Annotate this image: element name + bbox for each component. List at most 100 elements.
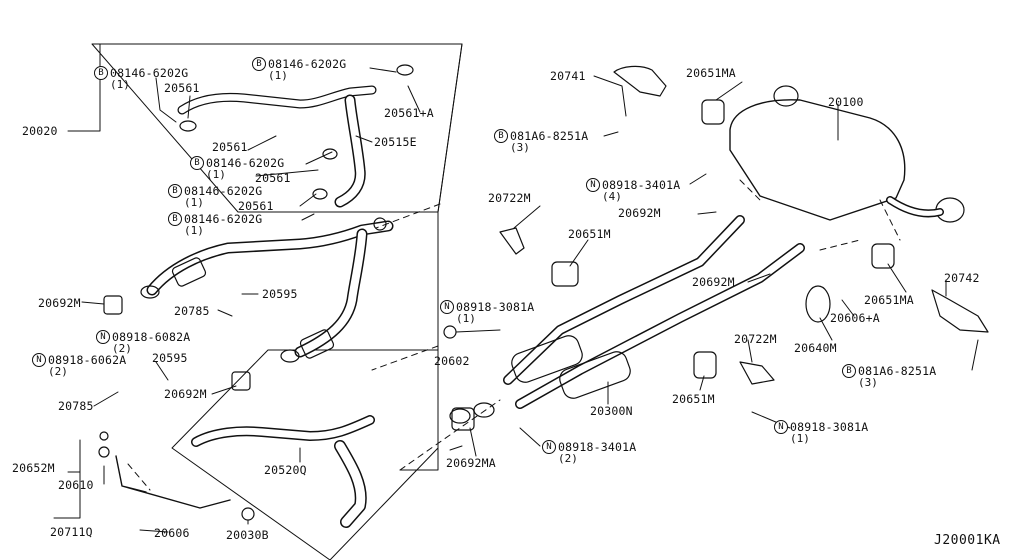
bolt-qty-b5: (1): [184, 224, 204, 237]
hanger-20651m-left: [551, 261, 579, 287]
washer-20652m: [99, 431, 109, 441]
bracket-20741: [613, 65, 667, 97]
bolt-qty-b6: (3): [510, 141, 530, 154]
gasket-20692ma: [451, 407, 475, 431]
label-20692m-mid: 20692M: [692, 275, 735, 289]
nut-20602: [443, 325, 457, 339]
bolt-symbol-b2: B: [252, 57, 266, 71]
bracket-20722m-right: [739, 361, 775, 385]
label-20785-a: 20785: [174, 304, 210, 318]
label-20561-a: 20561: [164, 81, 200, 95]
label-20692m-left: 20692M: [38, 296, 81, 310]
label-20300n: 20300N: [590, 404, 633, 418]
center-tube: [191, 415, 375, 528]
bracket-20722m-left: [499, 227, 525, 255]
label-20722m-right: 20722M: [734, 332, 777, 346]
label-20520q: 20520Q: [264, 463, 307, 477]
bolt-symbol-b4: B: [168, 184, 182, 198]
label-20651m-right: 20651M: [672, 392, 715, 406]
diagram-code: J20001KA: [934, 533, 1001, 548]
bolt-qty-b4: (1): [184, 196, 204, 209]
nut-qty-n4: (4): [602, 190, 622, 203]
label-20561-c: 20561: [255, 171, 291, 185]
label-20742: 20742: [944, 271, 980, 285]
bolt-code-b6: 081A6-8251A: [510, 129, 589, 143]
label-20602: 20602: [434, 354, 470, 368]
connection-lines: [127, 179, 901, 491]
rear-group-outline: [399, 43, 463, 471]
rear-muffler: [729, 85, 965, 223]
label-20515e: 20515E: [374, 135, 417, 149]
bolt-code-b3: 08146-6202G: [206, 156, 285, 170]
bolt-qty-b7: (3): [858, 376, 878, 389]
nut-qty-n1: (2): [112, 342, 132, 355]
nut-qty-n3: (1): [456, 312, 476, 325]
label-20785-b: 20785: [58, 399, 94, 413]
bolt-qty-b2: (1): [268, 69, 288, 82]
bolt-code-b4: 08146-6202G: [184, 184, 263, 198]
hanger-20651ma-top: [701, 99, 725, 125]
hanger-20651m-right: [693, 351, 717, 379]
center-tube-group-outline: [171, 349, 439, 560]
nut-code-n6: 08918-3401A: [558, 440, 637, 454]
nut-symbol-n1: N: [96, 330, 110, 344]
bracket-20711q: [115, 455, 231, 509]
label-20610: 20610: [58, 478, 94, 492]
bolt-code-b7: 081A6-8251A: [858, 364, 937, 378]
bolt-symbol-b7: B: [842, 364, 856, 378]
nut-symbol-n3: N: [440, 300, 454, 314]
label-20651m-left: 20651M: [568, 227, 611, 241]
label-20711q: 20711Q: [50, 525, 93, 539]
nut-code-n5: 08918-3081A: [790, 420, 869, 434]
label-20722m-left: 20722M: [488, 191, 531, 205]
bolt-symbol-b3: B: [190, 156, 204, 170]
nut-symbol-n2: N: [32, 353, 46, 367]
label-20561-b: 20561: [212, 140, 248, 154]
label-20606-plus-a: 20606+A: [830, 311, 880, 325]
bolt-code-b5: 08146-6202G: [184, 212, 263, 226]
bolt-symbol-b6: B: [494, 129, 508, 143]
label-20561-plus-a: 20561+A: [384, 106, 434, 120]
label-20652m: 20652M: [12, 461, 55, 475]
front-tube-upper: [177, 64, 414, 208]
label-20030b: 20030B: [226, 528, 269, 542]
bolt-symbol-b5: B: [168, 212, 182, 226]
gasket-20692m-center: [231, 371, 251, 391]
label-20692m-center: 20692M: [164, 387, 207, 401]
nut-code-n4: 08918-3401A: [602, 178, 681, 192]
damper-20640m: [805, 285, 831, 323]
label-20606: 20606: [154, 526, 190, 540]
label-20651ma-top: 20651MA: [686, 66, 736, 80]
leader-lines: [53, 43, 979, 533]
rear-exhaust-pipe: [449, 215, 805, 424]
nut-symbol-n5: N: [774, 420, 788, 434]
label-20595-a: 20595: [262, 287, 298, 301]
nut-symbol-n4: N: [586, 178, 600, 192]
bolt-code-b1: 08146-6202G: [110, 66, 189, 80]
washer-20610: [98, 446, 110, 458]
hanger-20651ma-right: [871, 243, 895, 269]
bolt-symbol-b1: B: [94, 66, 108, 80]
label-20020: 20020: [22, 124, 58, 138]
label-20100: 20100: [828, 95, 864, 109]
label-20595-b: 20595: [152, 351, 188, 365]
label-20692m-upper: 20692M: [618, 206, 661, 220]
bracket-20742: [931, 289, 989, 333]
front-tube-lower: [140, 217, 394, 363]
label-20741: 20741: [550, 69, 586, 83]
label-20651ma-right: 20651MA: [864, 293, 914, 307]
nut-20030b: [241, 507, 255, 521]
nut-code-n3: 08918-3081A: [456, 300, 535, 314]
bolt-qty-b1: (1): [110, 78, 130, 91]
nut-qty-n5: (1): [790, 432, 810, 445]
bolt-code-b2: 08146-6202G: [268, 57, 347, 71]
label-20640m: 20640M: [794, 341, 837, 355]
nut-code-n2: 08918-6062A: [48, 353, 127, 367]
label-20692ma: 20692MA: [446, 456, 496, 470]
nut-qty-n2: (2): [48, 365, 68, 378]
gasket-20692m-left: [103, 295, 123, 315]
nut-qty-n6: (2): [558, 452, 578, 465]
nut-symbol-n6: N: [542, 440, 556, 454]
nut-code-n1: 08918-6082A: [112, 330, 191, 344]
